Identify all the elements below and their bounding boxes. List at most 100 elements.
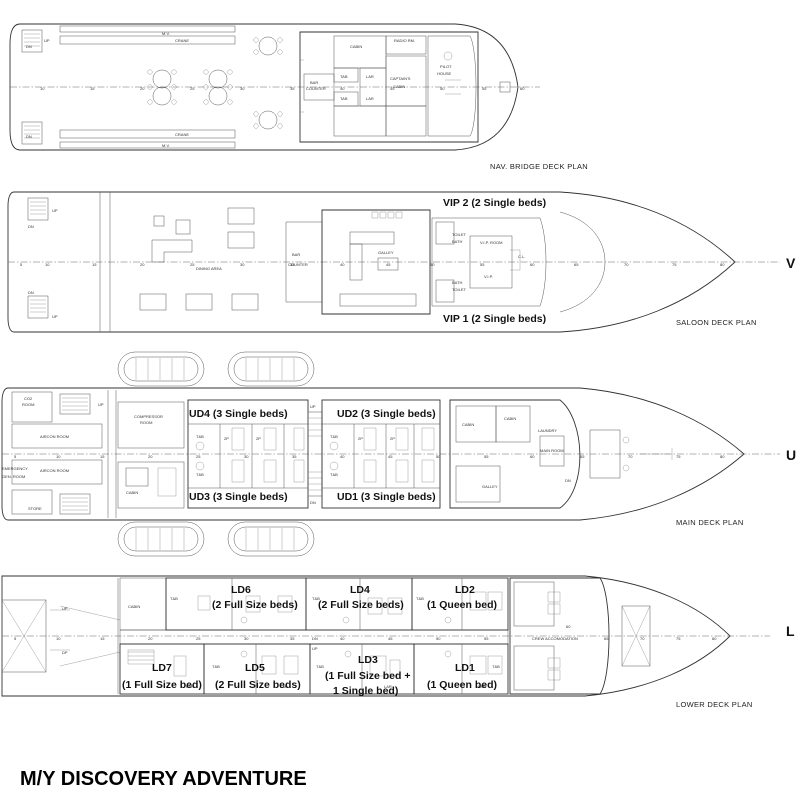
saloon-label-dn: DN — [28, 224, 34, 229]
svg-text:15: 15 — [100, 636, 105, 641]
svg-text:35: 35 — [290, 262, 295, 267]
nav-bridge-hull-outline — [9, 23, 519, 151]
nav-bridge-label-radio-room: RADIO RM. — [394, 38, 415, 43]
main-label-gen-room: GEN. ROOM — [2, 474, 25, 479]
cabin-label-ld4-beds: (2 Full Size beds) — [318, 599, 404, 611]
svg-text:75: 75 — [676, 636, 681, 641]
svg-text:40: 40 — [340, 454, 345, 459]
saloon-stair-stbd — [27, 295, 49, 319]
lower-label-lar: LAR — [186, 684, 194, 689]
svg-text:10: 10 — [45, 262, 50, 267]
svg-text:45: 45 — [388, 636, 393, 641]
svg-text:35: 35 — [290, 86, 295, 91]
saloon-hull-outline — [7, 191, 736, 333]
svg-text:15: 15 — [100, 454, 105, 459]
svg-text:10: 10 — [56, 454, 61, 459]
nav-bridge-label-lar: LAR — [366, 74, 374, 79]
svg-text:50: 50 — [436, 636, 441, 641]
nav-bridge-label-crane: CRANE — [175, 132, 189, 137]
main-label-main-room: MAIN ROOM — [540, 448, 564, 453]
svg-text:5: 5 — [14, 454, 17, 459]
svg-text:20: 20 — [140, 86, 145, 91]
nav-bridge-tables — [152, 36, 278, 130]
main-label-tb: T&B — [196, 472, 204, 477]
main-label-dn: DN — [310, 500, 316, 505]
saloon-label-bath: BATH — [452, 239, 462, 244]
cabin-label-ld3: LD3 — [358, 654, 378, 666]
svg-text:65: 65 — [574, 262, 579, 267]
lower-label-up: UP — [62, 606, 68, 611]
cabin-label-ld6-beds: (2 Full Size beds) — [212, 599, 298, 611]
main-label-2p: 2P — [224, 436, 229, 441]
lower-label-lar: LAR — [384, 684, 392, 689]
svg-text:25: 25 — [190, 262, 195, 267]
lower-label-tb: T&B — [212, 664, 220, 669]
cabin-label-ld4: LD4 — [350, 584, 370, 596]
svg-text:80: 80 — [712, 636, 717, 641]
saloon-deck-plan: DINING AREA BAR COUNTER GALLEY TOILET BA… — [7, 191, 796, 333]
svg-text:10: 10 — [40, 86, 45, 91]
nav-bridge-crane-port — [59, 35, 236, 45]
main-cabins-ud2-ud1 — [321, 399, 441, 509]
main-label-tb: T&B — [330, 434, 338, 439]
svg-text:40: 40 — [340, 86, 345, 91]
cabin-label-ld7-beds: (1 Full Size bed) — [122, 679, 202, 691]
lower-label-tb: T&B — [492, 664, 500, 669]
lower-label-up: UP — [312, 646, 318, 651]
svg-text:60: 60 — [530, 454, 535, 459]
nav-bridge-stair-port — [21, 29, 43, 53]
saloon-galley-block — [321, 209, 431, 315]
lower-side-label: L — [786, 623, 795, 639]
main-forward-block — [449, 399, 581, 509]
nav-bridge-label-cabin: CABIN — [350, 44, 362, 49]
svg-text:60: 60 — [530, 262, 535, 267]
nav-bridge-caption: NAV. BRIDGE DECK PLAN — [490, 162, 588, 171]
svg-text:65: 65 — [580, 454, 585, 459]
svg-text:5: 5 — [20, 262, 23, 267]
nav-bridge-crane-stbd — [59, 129, 236, 139]
main-deck-plan: CO2 ROOM AIRCON ROOM AIRCON ROOM EMERGEN… — [1, 351, 796, 557]
cabin-label-ld3-beds-2: 1 Single bed) — [333, 685, 398, 697]
svg-text:45: 45 — [390, 86, 395, 91]
svg-text:30: 30 — [244, 636, 249, 641]
svg-text:55: 55 — [482, 86, 487, 91]
lower-label-lar: LAR — [280, 684, 288, 689]
saloon-stair-port — [27, 197, 49, 221]
saloon-label-vip: V.I.P. — [484, 274, 493, 279]
saloon-label-bath: BATH — [452, 280, 462, 285]
svg-text:20: 20 — [148, 454, 153, 459]
svg-text:20: 20 — [140, 262, 145, 267]
main-hull-outline — [1, 387, 745, 521]
cabin-label-ld5: LD5 — [245, 662, 265, 674]
nav-bridge-label-mv: M.V. — [162, 31, 170, 36]
svg-text:75: 75 — [672, 262, 677, 267]
svg-text:25: 25 — [196, 454, 201, 459]
saloon-side-label: V — [786, 255, 796, 271]
svg-text:80: 80 — [720, 262, 725, 267]
nav-bridge-label-bar: BAR — [310, 80, 318, 85]
nav-bridge-label-tab: TAB — [340, 96, 348, 101]
svg-text:5: 5 — [14, 636, 17, 641]
main-label-compressor: COMPRESSOR — [134, 414, 163, 419]
svg-text:55: 55 — [484, 636, 489, 641]
svg-text:25: 25 — [190, 86, 195, 91]
cabin-label-ld2: LD2 — [455, 584, 475, 596]
nav-bridge-superstructure — [299, 31, 479, 143]
svg-text:50: 50 — [430, 262, 435, 267]
nav-bridge-stair-stbd — [21, 121, 43, 145]
saloon-dining-furniture — [139, 207, 259, 311]
cabin-label-ud4: UD4 (3 Single beds) — [189, 408, 288, 420]
svg-text:40: 40 — [340, 636, 345, 641]
lower-label-dn: DN — [312, 636, 318, 641]
svg-text:45: 45 — [386, 262, 391, 267]
svg-text:70: 70 — [624, 262, 629, 267]
nav-bridge-label-dn: DN — [26, 44, 32, 49]
main-tenders-bottom — [117, 521, 315, 557]
cabin-label-ud2: UD2 (3 Single beds) — [337, 408, 436, 420]
svg-text:20: 20 — [148, 636, 153, 641]
nav-bridge-label-mv: M.V. — [162, 143, 170, 148]
svg-text:70: 70 — [640, 636, 645, 641]
nav-bridge-frame-numbers: 10 15 20 25 30 35 40 45 50 55 60 — [40, 86, 525, 91]
lower-label-tb: T&B — [416, 596, 424, 601]
